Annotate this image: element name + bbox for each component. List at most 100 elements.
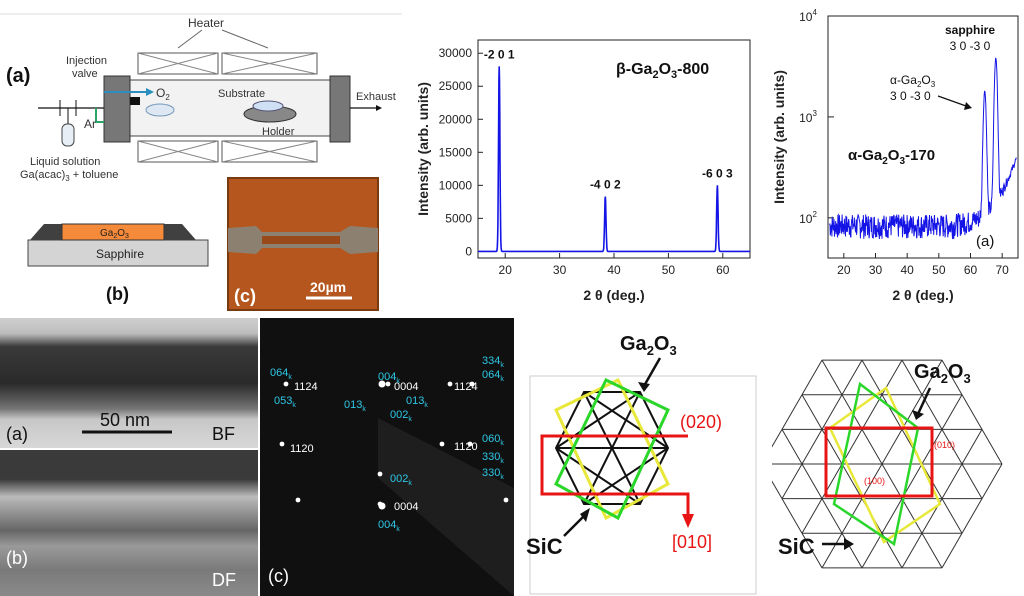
beta-xtick-label: 20 bbox=[499, 263, 513, 277]
alpha-xtick-label: 30 bbox=[869, 263, 883, 277]
lattice-bond bbox=[881, 463, 903, 499]
alpha-plot-frame bbox=[827, 15, 1019, 259]
lattice1-ga2o3-label: Ga2O3 bbox=[620, 333, 677, 358]
beta-series-line bbox=[478, 66, 750, 253]
alpha-peak-arrow bbox=[937, 95, 967, 107]
beta-ytick-label: 10000 bbox=[439, 178, 473, 192]
alpha-ytick-label: 104 bbox=[799, 8, 817, 24]
lattice-bond bbox=[921, 359, 943, 395]
lattice-bond bbox=[941, 394, 963, 430]
label-b: (b) bbox=[106, 284, 129, 304]
diffraction-spot-label: 064k bbox=[270, 367, 292, 381]
diffraction-spot bbox=[385, 381, 391, 387]
ga2o3-device-label: Ga2O3 bbox=[100, 228, 129, 240]
lattice1-diagram: Ga2O3 (020) [010] SiC bbox=[526, 333, 757, 595]
diffraction-label-c: (c) bbox=[268, 566, 289, 586]
alpha-ytick-label: 103 bbox=[799, 109, 817, 125]
alpha-series-line bbox=[829, 57, 1017, 240]
lattice-bond bbox=[941, 533, 963, 569]
beta-ytick-label: 5000 bbox=[445, 211, 472, 225]
lattice1-sic-label: SiC bbox=[526, 534, 563, 559]
lattice-bond bbox=[881, 498, 903, 534]
diffraction-spot-label: 013k bbox=[344, 399, 366, 413]
lattice2-ga2o3-label: Ga2O3 bbox=[914, 361, 971, 386]
beta-ytick-label: 20000 bbox=[439, 112, 473, 126]
exhaust-label: Exhaust bbox=[356, 91, 396, 103]
lattice-bond bbox=[821, 498, 843, 534]
lattice-bond bbox=[961, 463, 983, 499]
lattice-bond bbox=[881, 394, 903, 430]
lattice-bond bbox=[921, 533, 943, 569]
device-cross-section bbox=[27, 223, 209, 267]
injection-valve-line1: Injection bbox=[66, 55, 107, 67]
alpha-xtick-label: 70 bbox=[995, 263, 1009, 277]
lattice-bond bbox=[781, 463, 803, 499]
diffraction-spot-label: 1120 bbox=[454, 441, 478, 453]
device-micrograph bbox=[227, 177, 379, 311]
label-010: (010) bbox=[934, 440, 955, 450]
lattice1-panel: Ga2O3 (020) [010] SiC bbox=[520, 318, 770, 596]
lattice-bond bbox=[801, 429, 823, 465]
beta-peak-label: -6 0 3 bbox=[702, 166, 733, 180]
lattice-bond bbox=[881, 429, 903, 465]
beta-ylabel: Intensity (arb. units) bbox=[415, 82, 431, 216]
lattice-bond bbox=[801, 394, 823, 430]
tem-images: (a) BF 50 nm (b) DF bbox=[0, 318, 258, 596]
alpha-xtick-label: 20 bbox=[837, 263, 851, 277]
lattice-bond bbox=[821, 359, 843, 395]
diffraction-spot bbox=[378, 502, 386, 510]
diffraction-spot-label: 0004 bbox=[394, 501, 418, 513]
setup-diagram: (a) Heater Injection valve O2 bbox=[0, 13, 402, 311]
right-flange bbox=[329, 75, 351, 143]
tem-panel: (a) BF 50 nm (b) DF bbox=[0, 318, 258, 596]
lattice-bond bbox=[941, 359, 963, 395]
lattice2-red-rect bbox=[824, 426, 934, 498]
diffraction-spot-label: 1124 bbox=[454, 381, 478, 393]
lattice-bond bbox=[801, 533, 823, 569]
lattice-bond bbox=[861, 463, 883, 499]
lattice-bond bbox=[801, 463, 823, 499]
lattice-bond bbox=[941, 463, 963, 499]
tem-scalebar-label: 50 nm bbox=[100, 410, 150, 430]
lattice2-green-cell bbox=[832, 381, 920, 547]
lattice-bond bbox=[821, 394, 843, 430]
heater-label: Heater bbox=[188, 16, 224, 30]
beta-xlabel: 2 θ (deg.) bbox=[583, 287, 644, 303]
label-100: (100) bbox=[864, 476, 885, 486]
lattice-bond bbox=[901, 533, 923, 569]
beta-xtick-label: 40 bbox=[607, 263, 621, 277]
mist-cloud bbox=[145, 103, 175, 117]
beta-xtick-label: 30 bbox=[553, 263, 567, 277]
diffraction-spot bbox=[283, 381, 289, 387]
beta-xtick-label: 60 bbox=[716, 263, 730, 277]
ar-line bbox=[95, 108, 104, 123]
injector-nozzle bbox=[130, 97, 140, 105]
label-c: (c) bbox=[234, 286, 256, 306]
lattice-bond bbox=[781, 429, 803, 465]
diffraction-spot-label: 053k bbox=[274, 395, 296, 409]
beta-peak-label: -4 0 2 bbox=[590, 178, 621, 192]
diffraction-pattern: (c) 064k1124053k004k0004013k013k002k1120… bbox=[268, 355, 514, 596]
diffraction-spot-label: 060k bbox=[482, 433, 504, 447]
alpha-peak-label: α-Ga2O3 bbox=[890, 73, 936, 89]
diffraction-spot bbox=[295, 497, 301, 503]
heater-top-right bbox=[221, 52, 318, 75]
df-image bbox=[0, 450, 258, 596]
solution-line2: Ga(acac)3 + toluene bbox=[20, 169, 118, 183]
tem-label-b: (b) bbox=[6, 548, 28, 568]
ga2o3-cell-green bbox=[554, 377, 670, 521]
diffraction-spot bbox=[439, 441, 445, 447]
diffraction-spot bbox=[469, 381, 475, 387]
heater-top-left bbox=[137, 52, 219, 75]
lattice-bond bbox=[981, 463, 1003, 499]
ar-label: Ar bbox=[84, 117, 96, 131]
ga2o3-rect-red bbox=[540, 434, 690, 514]
beta-ytick-label: 15000 bbox=[439, 145, 473, 159]
lattice-bond bbox=[841, 533, 863, 569]
setup-panel: (a) Heater Injection valve O2 bbox=[0, 0, 402, 316]
diffraction-spot bbox=[447, 381, 453, 387]
lattice-bond bbox=[981, 429, 1003, 465]
